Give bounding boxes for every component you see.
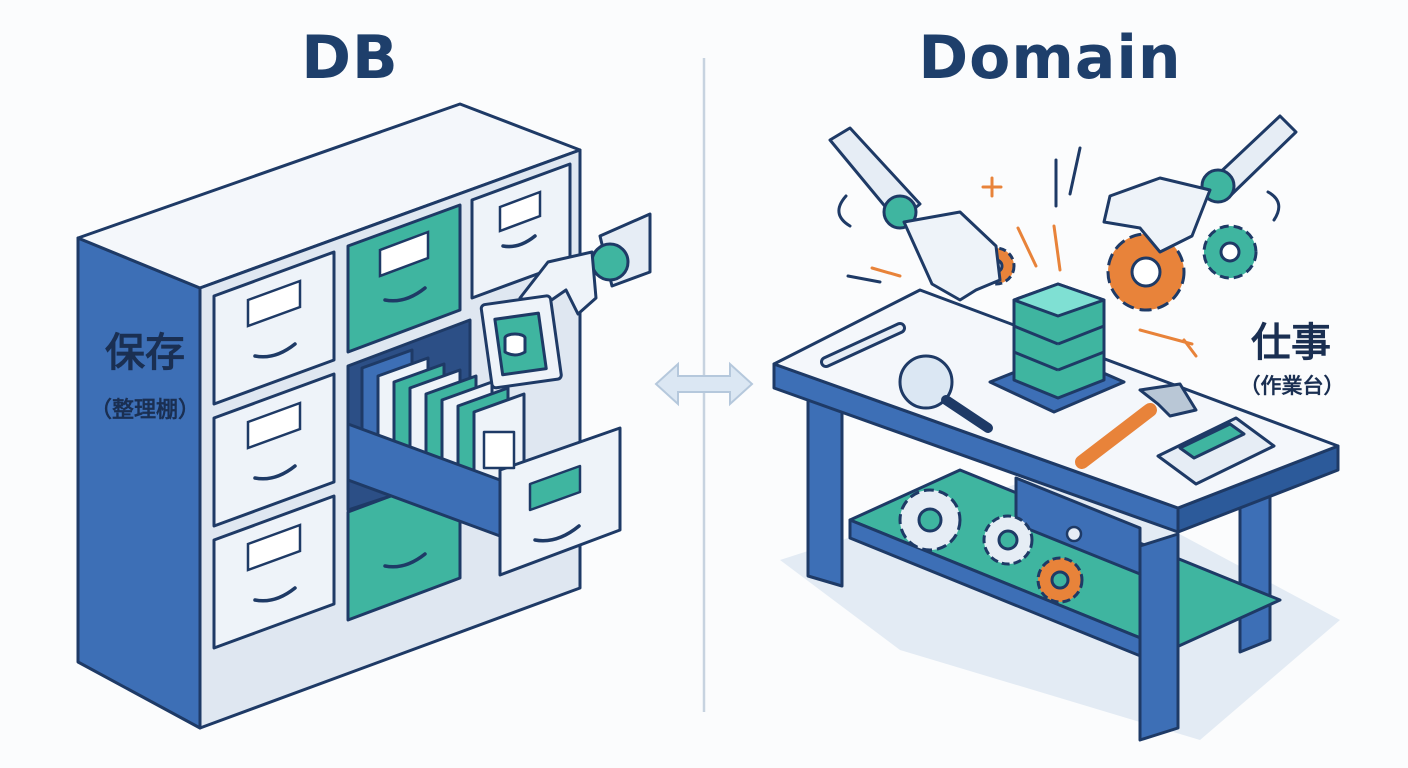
hammer-handle xyxy=(1075,403,1157,469)
robot-hand xyxy=(902,210,1002,302)
drawer-label xyxy=(246,523,302,572)
drawer-knob xyxy=(1065,525,1083,543)
storage-sublabel: （整理棚） xyxy=(89,398,200,423)
gear-hole xyxy=(1130,256,1162,288)
magnifier-handle xyxy=(941,395,993,433)
shelf-gears xyxy=(898,488,1084,604)
robot-arm-right xyxy=(1102,114,1298,254)
database-icon xyxy=(503,336,527,357)
drawer-handle xyxy=(533,524,581,543)
drawer-handle xyxy=(253,586,297,603)
floating-gears xyxy=(976,224,1258,312)
drawer-handle xyxy=(383,286,427,303)
server-stack xyxy=(988,282,1126,414)
storage-label: 保存 xyxy=(105,330,185,376)
work-label: 仕事 xyxy=(1251,320,1331,366)
db-title: DB xyxy=(301,23,399,93)
drawer-label xyxy=(246,279,302,328)
drawer-label xyxy=(528,464,582,512)
drawer-handle xyxy=(501,234,537,249)
drawer-front xyxy=(212,372,336,528)
drawer-handle xyxy=(383,552,427,569)
drawer-front xyxy=(212,250,336,406)
server-top xyxy=(1012,282,1106,318)
magnifier-icon xyxy=(898,354,954,410)
gear-hole xyxy=(1219,241,1241,263)
gear-hole xyxy=(997,529,1019,551)
workbench-tools xyxy=(820,322,1276,486)
drawer-labels xyxy=(246,190,542,572)
drawer-front xyxy=(346,203,462,354)
doc-icon xyxy=(482,430,516,470)
robot-hand-left xyxy=(479,212,652,390)
double-arrow-icon xyxy=(654,361,754,407)
drawer-handles xyxy=(253,234,537,603)
domain-title: Domain xyxy=(918,23,1182,93)
gear-hole xyxy=(1050,570,1070,590)
robot-wrist xyxy=(590,242,630,282)
sparkle-icons xyxy=(870,176,1198,358)
open-drawer xyxy=(346,348,622,577)
drawer-label xyxy=(246,401,302,450)
drawer-label xyxy=(378,230,430,278)
drawer-handle xyxy=(253,464,297,481)
calculator-screen xyxy=(1178,422,1246,460)
drawer-handle xyxy=(253,342,297,359)
bench-leg xyxy=(806,380,844,588)
bench-leg xyxy=(1138,532,1180,742)
cabinet-side xyxy=(76,236,202,730)
drawer-front-open xyxy=(498,426,622,577)
hammer-head xyxy=(1138,382,1198,418)
bench-drawer xyxy=(1014,476,1142,576)
robot-hand xyxy=(1102,176,1212,254)
robot-arm-left xyxy=(828,126,1002,302)
drawer-front xyxy=(212,494,336,650)
drawer-label xyxy=(498,190,542,233)
sparkle-lines xyxy=(846,146,1082,284)
work-sublabel: （作業台） xyxy=(1239,374,1345,398)
gear-hole xyxy=(917,507,943,533)
